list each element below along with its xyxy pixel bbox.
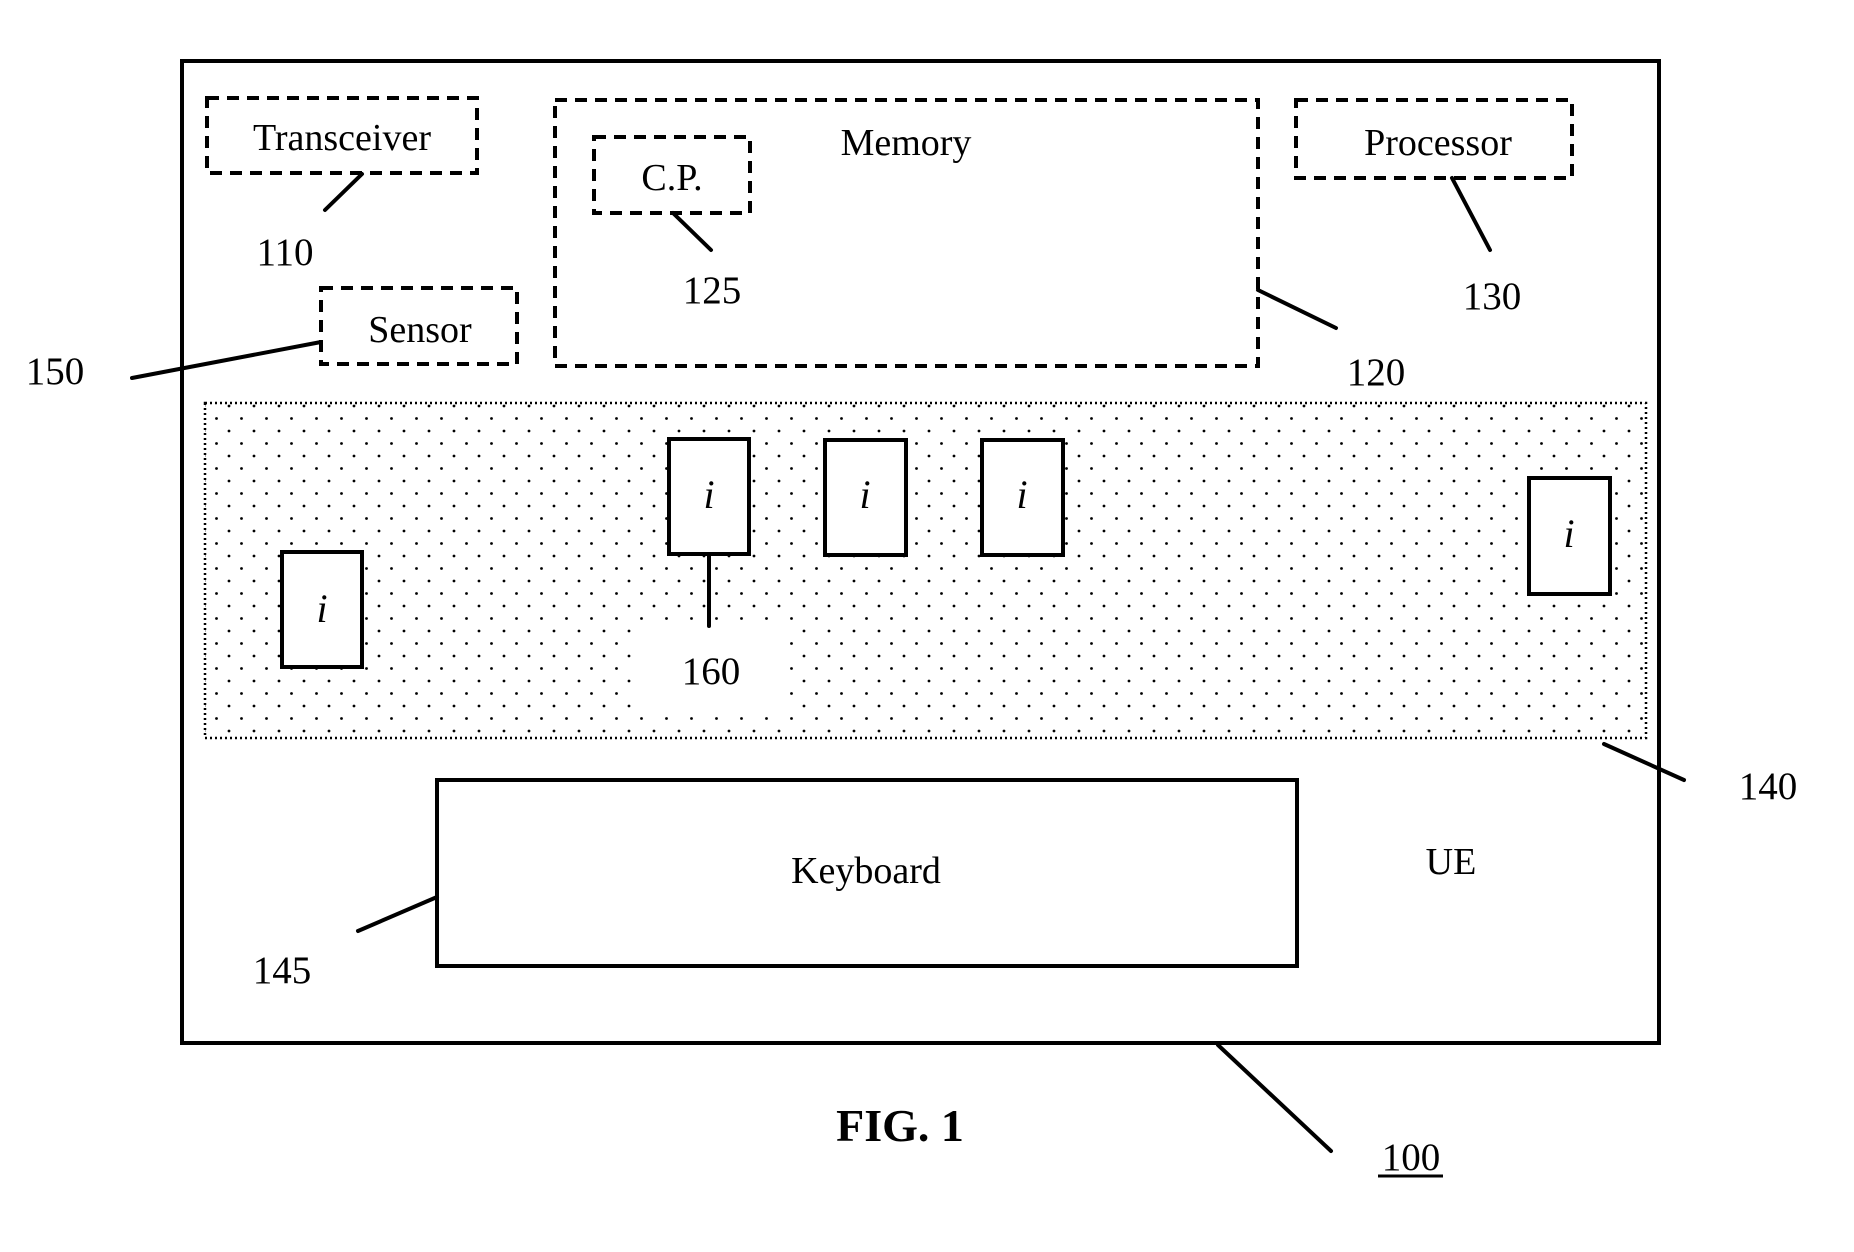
info-icon: i bbox=[1016, 472, 1027, 517]
memory-ref: 120 bbox=[1347, 351, 1406, 394]
transceiver-leader bbox=[325, 174, 362, 210]
cp-label: C.P. bbox=[641, 157, 702, 199]
display-region bbox=[205, 403, 1646, 738]
processor-block: Processor bbox=[1296, 100, 1572, 178]
keyboard-label: Keyboard bbox=[791, 850, 941, 892]
memory-block: Memory bbox=[555, 100, 1258, 366]
icon-1[interactable]: i bbox=[282, 552, 362, 667]
icon-4[interactable]: i bbox=[982, 440, 1063, 555]
sensor-block: Sensor bbox=[321, 288, 517, 364]
icon-ref: 160 bbox=[682, 650, 741, 693]
cp-block: C.P. bbox=[594, 137, 750, 213]
sensor-leader bbox=[132, 342, 321, 378]
icon-3[interactable]: i bbox=[825, 440, 906, 555]
processor-label: Processor bbox=[1364, 122, 1512, 164]
keyboard-block: Keyboard bbox=[437, 780, 1297, 966]
memory-label: Memory bbox=[841, 122, 972, 164]
info-icon: i bbox=[1563, 511, 1574, 556]
sensor-label: Sensor bbox=[368, 309, 472, 351]
ue-label: UE bbox=[1426, 841, 1477, 883]
device-leader bbox=[1218, 1045, 1331, 1151]
display-leader bbox=[1604, 744, 1684, 780]
icon-2[interactable]: i bbox=[669, 439, 749, 554]
transceiver-ref: 110 bbox=[256, 231, 313, 274]
cp-ref: 125 bbox=[683, 269, 742, 312]
device-ref: 100 bbox=[1382, 1136, 1441, 1179]
sensor-ref: 150 bbox=[26, 350, 85, 393]
processor-ref: 130 bbox=[1463, 275, 1522, 318]
processor-leader bbox=[1452, 178, 1490, 250]
keyboard-ref: 145 bbox=[253, 949, 312, 992]
display-ref: 140 bbox=[1739, 765, 1798, 808]
figure-caption: FIG. 1 bbox=[836, 1100, 964, 1151]
icon-5[interactable]: i bbox=[1529, 478, 1610, 594]
info-icon: i bbox=[316, 586, 327, 631]
memory-leader bbox=[1258, 290, 1336, 328]
transceiver-block: Transceiver bbox=[207, 98, 477, 173]
cp-leader bbox=[673, 213, 711, 250]
info-icon: i bbox=[703, 472, 714, 517]
info-icon: i bbox=[859, 472, 870, 517]
transceiver-label: Transceiver bbox=[253, 117, 431, 159]
keyboard-leader bbox=[358, 897, 437, 931]
